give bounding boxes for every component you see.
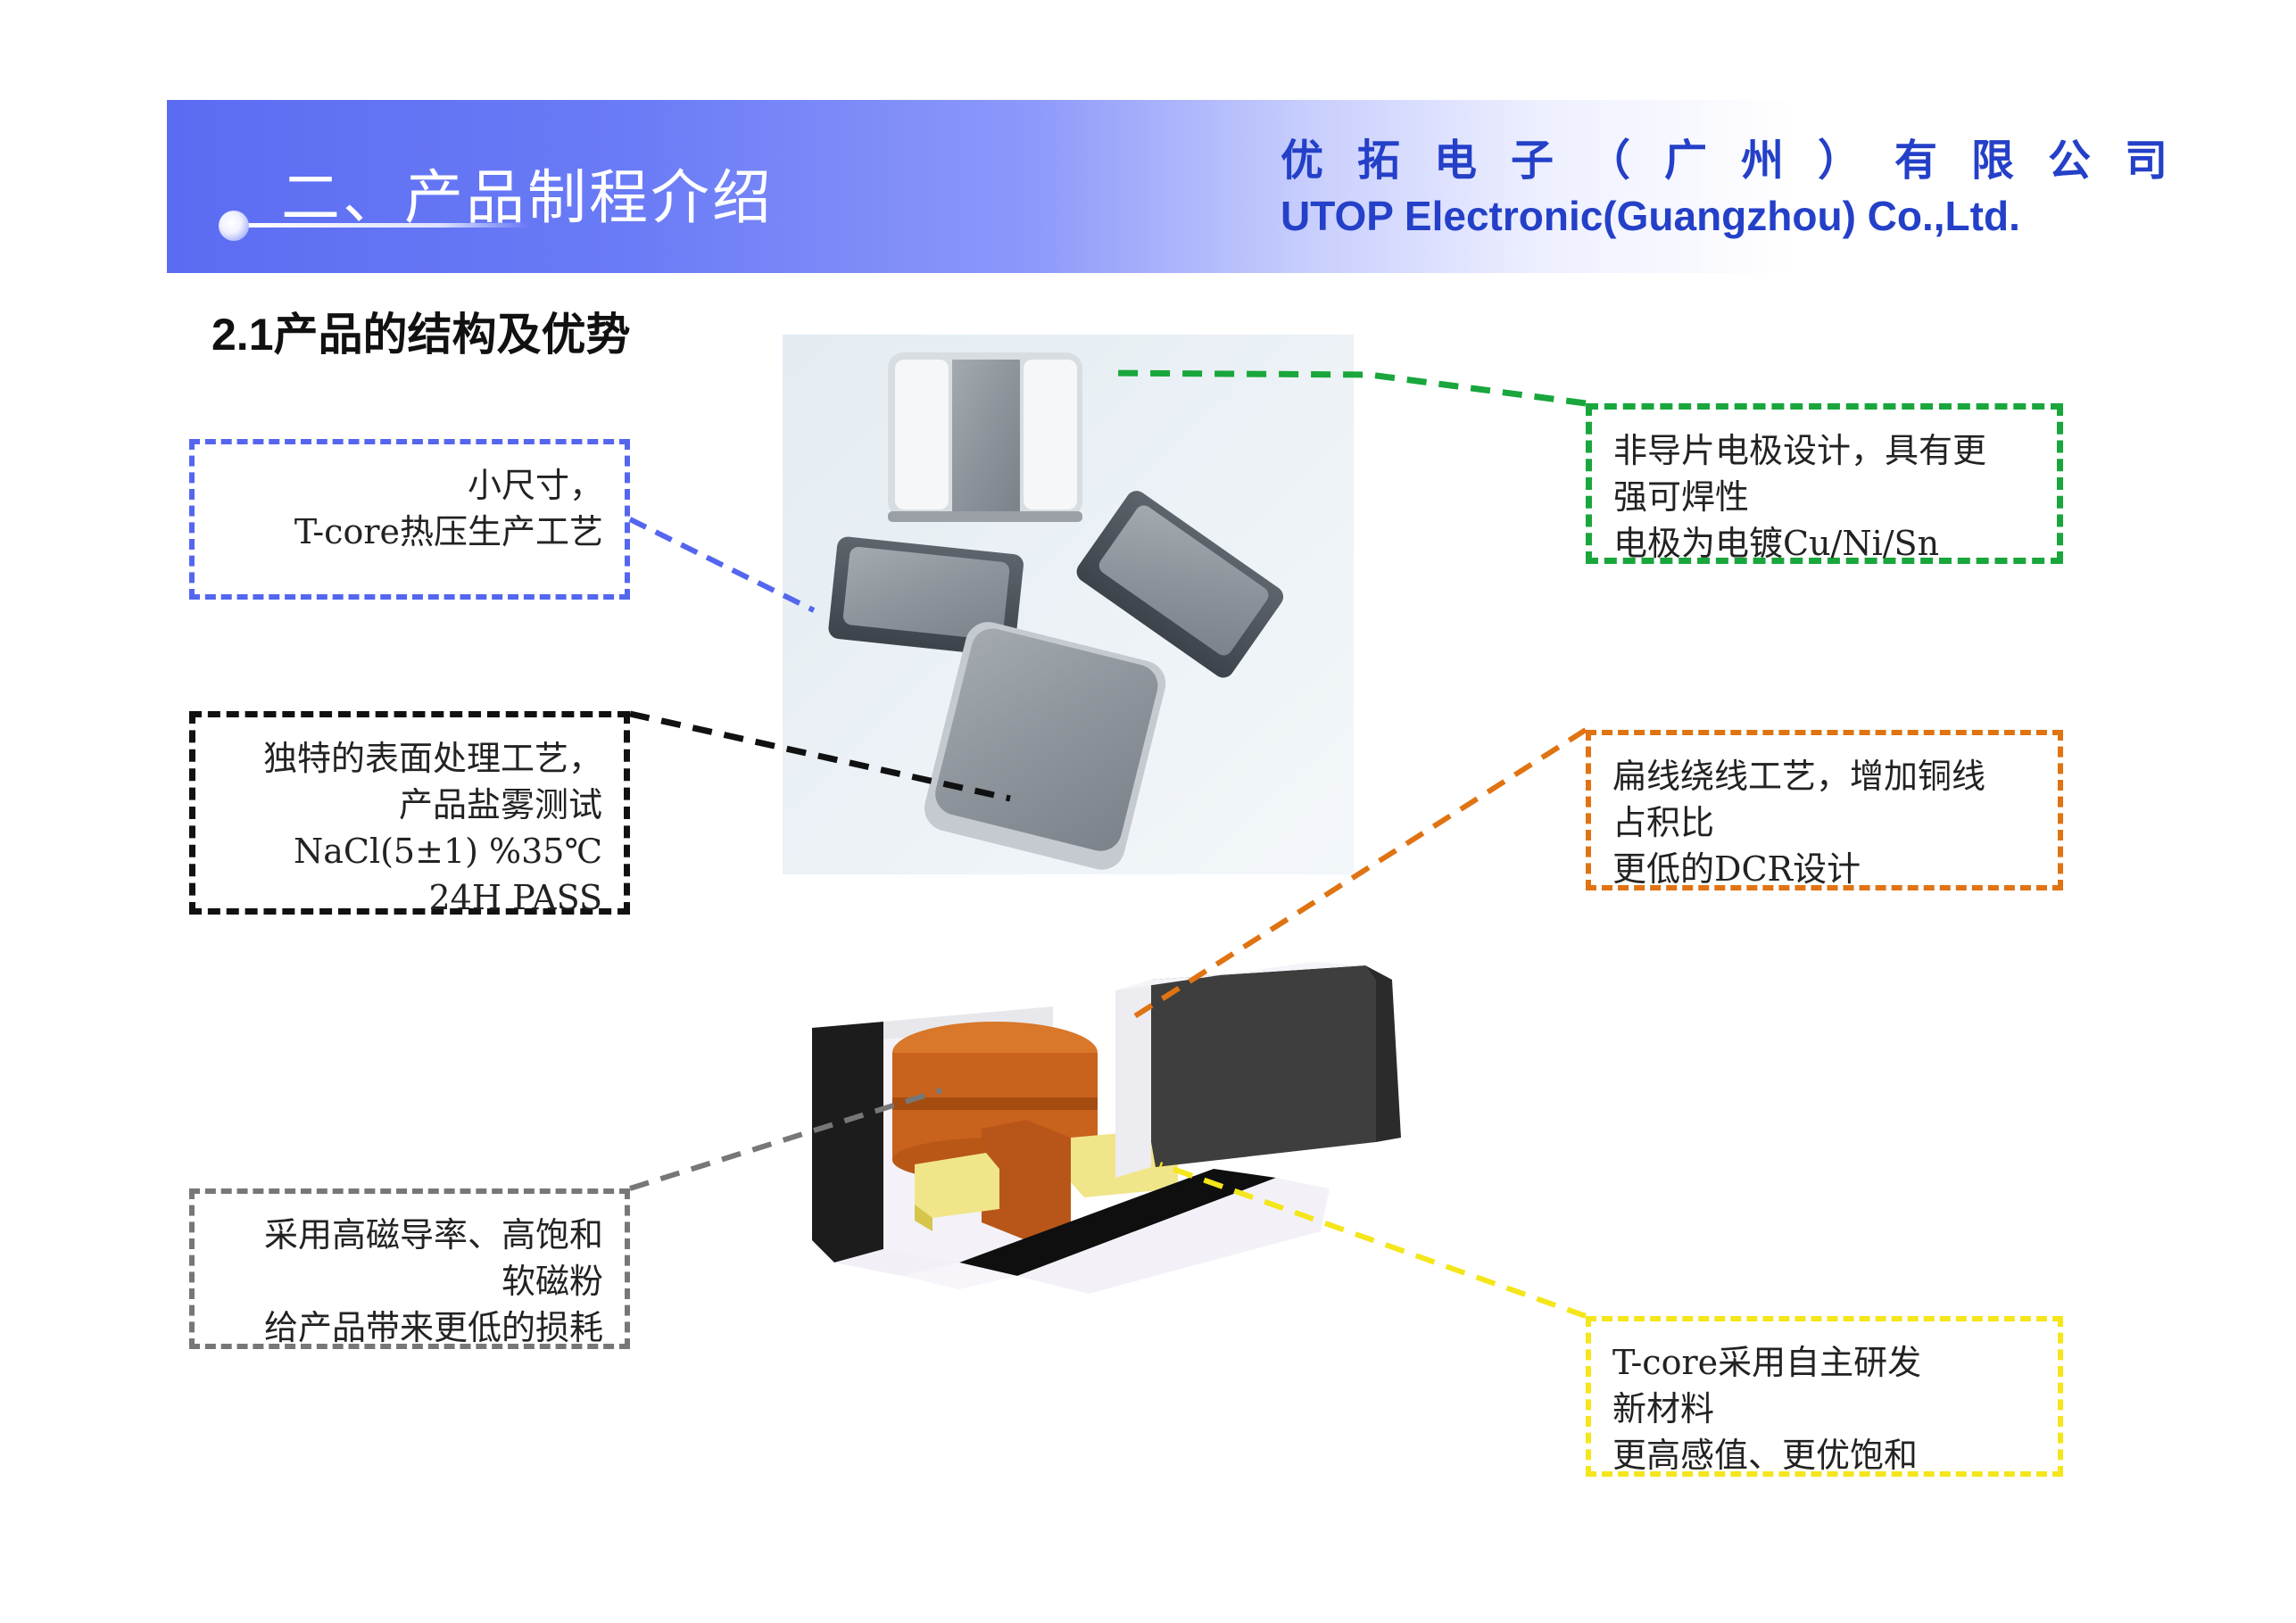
callout-line: 扁线绕线工艺，增加铜线 <box>1612 757 1986 796</box>
callout-line: 更高感值、更优饱和 <box>1612 1436 1919 1475</box>
copper-terminal <box>982 1120 1071 1240</box>
chip-right <box>1076 491 1284 678</box>
company-name-english: UTOP Electronic(Guangzhou) Co.,Ltd. <box>1281 193 2020 239</box>
callout-line: 24H PASS <box>428 878 603 917</box>
callout-surface-treatment: 独特的表面处理工艺， 产品盐雾测试 NaCl(5±1) %35℃ 24H PAS… <box>189 711 630 917</box>
left-core-block <box>812 1022 883 1263</box>
callout-small-size: 小尺寸， T-core热压生产工艺 <box>189 439 630 600</box>
callout-magnetic-powder: 采用高磁导率、高饱和 软磁粉 给产品带来更低的损耗 <box>189 1188 630 1349</box>
callout-t-core-material: T-core采用自主研发 新材料 更高感值、更优饱和 <box>1586 1316 2063 1477</box>
callout-line: 独特的表面处理工艺， <box>262 739 602 778</box>
callout-flat-wire-winding: 扁线绕线工艺，增加铜线 占积比 更低的DCR设计 <box>1586 730 2063 890</box>
callout-line: 新材料 <box>1612 1389 1715 1428</box>
callout-line: 非导片电极设计，具有更 <box>1613 431 1987 470</box>
header-band <box>167 100 2081 273</box>
callout-line: T-core热压生产工艺 <box>294 512 603 551</box>
callout-line: 占积比 <box>1612 803 1715 842</box>
right-core-block <box>1151 965 1376 1167</box>
callout-line: 软磁粉 <box>501 1262 603 1301</box>
callout-line: 强可焊性 <box>1613 477 1750 517</box>
page-title: 二、产品制程介绍 <box>281 163 774 232</box>
header-underline <box>234 223 528 228</box>
callout-line: 更低的DCR设计 <box>1612 849 1861 889</box>
yellow-pad-left <box>915 1153 999 1218</box>
section-title: 2.1产品的结构及优势 <box>211 310 631 360</box>
callout-line: 产品盐雾测试 <box>398 785 602 824</box>
product-photo <box>783 335 1354 874</box>
callout-line: 电极为电镀Cu/Ni/Sn <box>1613 524 1940 563</box>
callout-electrode-design: 非导片电极设计，具有更 强可焊性 电极为电镀Cu/Ni/Sn <box>1586 403 2063 564</box>
inductor-cutaway-model <box>776 955 1459 1329</box>
callout-line: 小尺寸， <box>467 466 603 505</box>
callout-line: 采用高磁导率、高饱和 <box>263 1215 603 1255</box>
callout-line: NaCl(5±1) %35℃ <box>293 832 602 871</box>
company-name-chinese: 优拓电子（广州）有限公司 <box>1281 136 2202 186</box>
callout-line: 给产品带来更低的损耗 <box>263 1308 603 1347</box>
header-bullet-dot <box>219 211 249 241</box>
chip-with-electrodes <box>888 352 1082 522</box>
callout-line: T-core采用自主研发 <box>1612 1343 1922 1382</box>
